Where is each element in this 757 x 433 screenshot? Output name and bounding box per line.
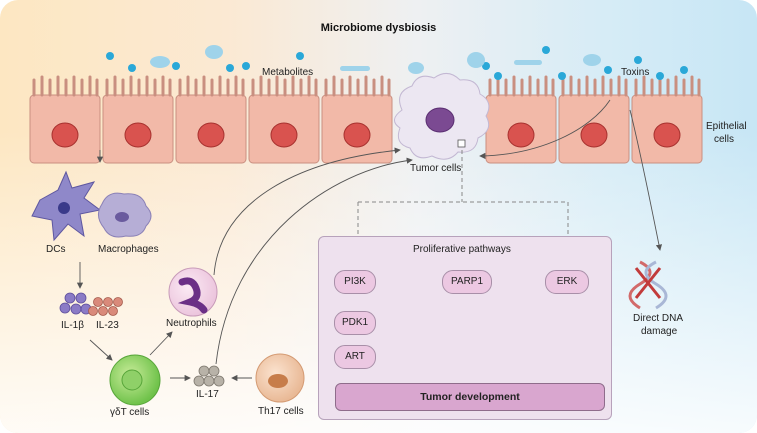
epithelial-cell xyxy=(102,75,174,164)
dna-helix xyxy=(628,260,668,310)
tumor-cell xyxy=(394,73,490,160)
epithelial-cell xyxy=(485,75,557,164)
node-parp1: PARP1 xyxy=(442,270,492,294)
label-th17-cells: Th17 cells xyxy=(258,406,304,417)
label-epithelial-2: cells xyxy=(714,134,735,145)
label-epithelial-1: Epithelial xyxy=(706,121,747,132)
tumor-development: Tumor development xyxy=(335,383,605,411)
figure-title: Microbiome dysbiosis xyxy=(320,22,437,34)
node-erk: ERK xyxy=(545,270,589,294)
pathways-title: Proliferative pathways xyxy=(413,244,511,255)
microbes xyxy=(106,46,688,80)
epithelial-cell xyxy=(175,75,247,164)
node-pdk1: PDK1 xyxy=(334,311,376,335)
label-il23: IL-23 xyxy=(96,320,119,331)
node-art: ART xyxy=(334,345,376,369)
il23-cluster xyxy=(88,297,123,316)
arrows xyxy=(76,99,663,382)
th17-cell xyxy=(255,353,305,403)
label-macrophages: Macrophages xyxy=(98,244,159,255)
label-neutrophils: Neutrophils xyxy=(166,318,217,329)
epithelial-layer xyxy=(29,75,703,164)
label-tumor-cells: Tumor cells xyxy=(410,163,462,174)
label-metabolites: Metabolites xyxy=(262,67,314,78)
label-dcs: DCs xyxy=(46,244,66,255)
neutrophil xyxy=(168,267,218,317)
label-gdt-cells: γδT cells xyxy=(110,407,150,418)
il1b-cluster xyxy=(59,292,92,315)
label-dna-2: damage xyxy=(641,326,678,337)
epithelial-cell xyxy=(29,75,101,164)
label-toxins: Toxins xyxy=(621,67,650,78)
label-il17: IL-17 xyxy=(196,389,219,400)
epithelial-cell xyxy=(321,75,393,164)
gdt-cell xyxy=(109,354,161,406)
epithelial-cell xyxy=(248,75,320,164)
dendritic-cell xyxy=(31,170,102,242)
epithelial-cell xyxy=(631,75,703,164)
pathway-links xyxy=(357,150,569,236)
epithelial-cell xyxy=(558,75,630,164)
node-pi3k: PI3K xyxy=(334,270,376,294)
label-il1b: IL-1β xyxy=(61,320,84,331)
label-dna-1: Direct DNA xyxy=(633,313,684,324)
metabolite-blobs xyxy=(150,45,601,74)
macrophage xyxy=(98,192,152,238)
il17-cluster xyxy=(193,365,225,387)
